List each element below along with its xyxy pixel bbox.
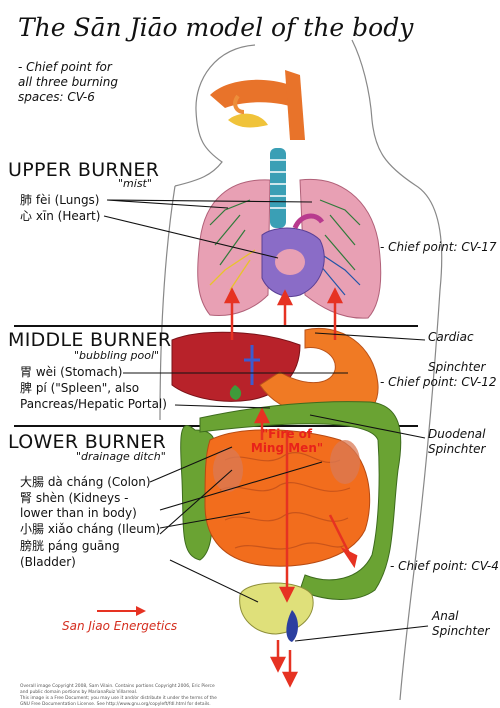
legend-arrow	[97, 606, 146, 616]
kidney-right	[330, 440, 360, 484]
fire-label-1: "Fire of	[261, 427, 313, 441]
label-ileum: 小腸 xiǎo cháng (Ileum)	[20, 522, 161, 536]
bladder	[239, 582, 314, 635]
label-kidneys-2: lower than in body)	[20, 506, 137, 520]
label-cardiac-2: Spinchter	[428, 360, 486, 374]
chief-note-line-1: - Chief point for	[18, 60, 112, 74]
label-kidneys-1: 腎 shèn (Kidneys -	[20, 491, 129, 505]
chief-note-line-2: all three burning	[18, 75, 118, 89]
leader-lines	[103, 199, 429, 642]
middle-burner-sub: "bubbling pool"	[74, 349, 160, 362]
lungs	[197, 178, 382, 319]
label-cv12: - Chief point: CV-12	[380, 375, 497, 389]
label-bladder-1: 膀胱 páng guāng	[20, 539, 120, 553]
credit-line-3: This image is a Free Document; you may u…	[20, 696, 217, 701]
label-anal-2: Spinchter	[432, 624, 490, 638]
credit-line-2: and public domain portions by MarianaRui…	[20, 690, 138, 695]
right-lung	[299, 178, 382, 319]
label-duodenal-1: Duodenal	[428, 427, 486, 441]
label-colon: 大腸 dà cháng (Colon)	[20, 475, 151, 489]
heart	[261, 213, 325, 297]
label-anal-1: Anal	[432, 609, 459, 623]
label-bladder-2: (Bladder)	[20, 555, 76, 569]
label-spleen-2: Pancreas/Hepatic Portal)	[20, 397, 167, 411]
label-cv17: - Chief point: CV-17	[380, 240, 497, 254]
lower-burner-heading: LOWER BURNER	[8, 431, 167, 453]
colon-transverse	[199, 401, 402, 600]
label-heart: 心 xīn (Heart)	[20, 209, 101, 223]
fire-label-2: Ming Men"	[250, 441, 324, 455]
rectum	[286, 610, 298, 642]
upper-burner-heading: UPPER BURNER	[8, 159, 160, 181]
legend-label: San Jiao Energetics	[62, 619, 178, 633]
label-duodenal-2: Spinchter	[428, 442, 486, 456]
bronchial-tree	[209, 199, 361, 271]
body-outline	[159, 39, 443, 701]
energy-arrows	[223, 287, 358, 688]
label-lungs: 肺 fèi (Lungs)	[20, 193, 100, 207]
page-title: The Sān Jiāo model of the body	[18, 13, 414, 42]
credit-line-4: GNU Free Documentation License. See http…	[20, 702, 211, 707]
kidney-left	[213, 448, 243, 492]
label-cv4: - Chief point: CV-4	[390, 559, 499, 573]
label-stomach: 胃 wèi (Stomach)	[20, 365, 123, 379]
label-spleen-1: 脾 pí ("Spleen", also	[20, 381, 140, 395]
lower-burner-sub: "drainage ditch"	[76, 450, 166, 463]
middle-burner-heading: MIDDLE BURNER	[8, 329, 172, 351]
credit-line-1: Overall image Copyright 2008, Sam Vilain…	[20, 684, 215, 689]
label-cardiac-1: Cardiac	[428, 330, 474, 344]
chief-note-line-3: spaces: CV-6	[18, 90, 95, 104]
upper-burner-sub: "mist"	[118, 177, 152, 190]
head-organs	[210, 70, 305, 140]
